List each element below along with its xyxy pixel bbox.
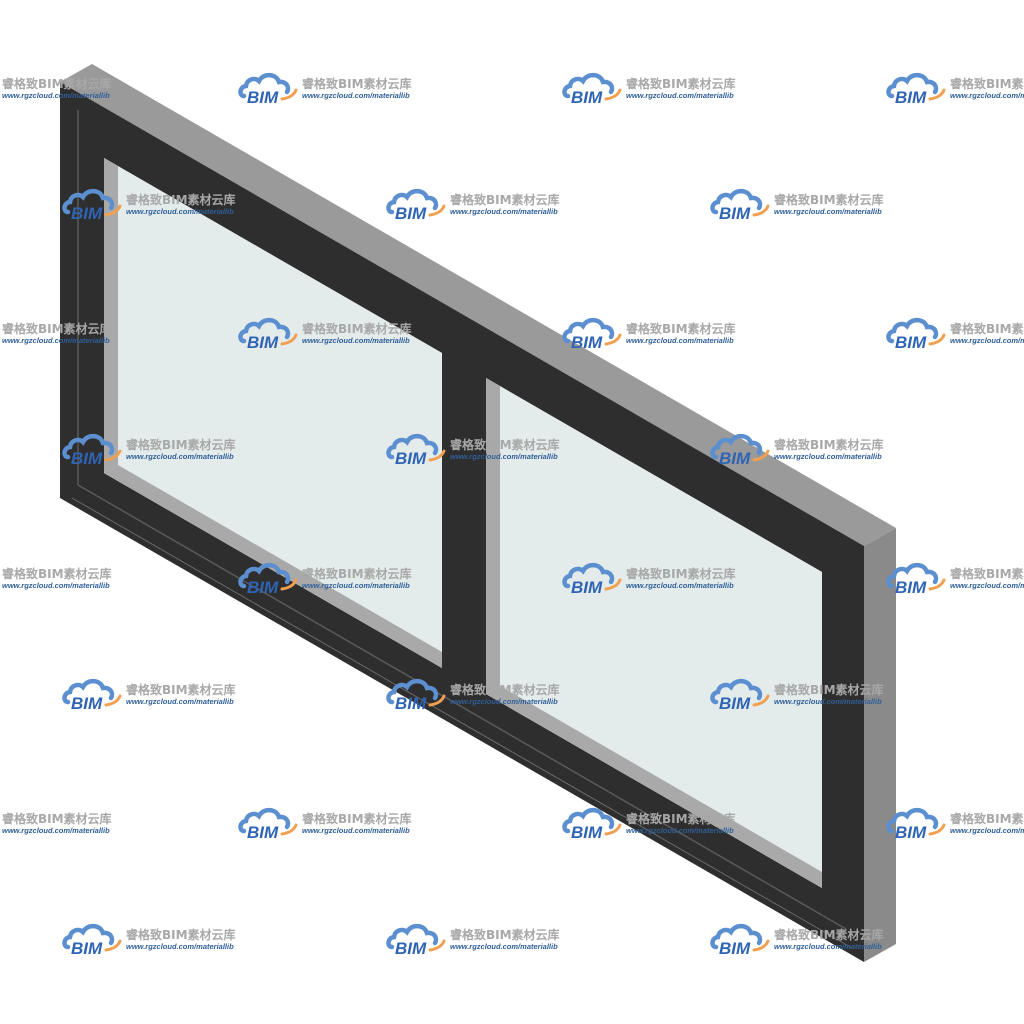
frame-top-face <box>60 64 896 546</box>
frame-side-face <box>864 528 896 962</box>
frame-front-face <box>60 82 864 962</box>
right-pane-sash-left <box>486 378 500 694</box>
left-pane-sash-left <box>104 158 118 473</box>
frame-rebate-line <box>71 497 853 949</box>
right-pane-sash-bottom <box>486 686 822 888</box>
frame-rebate-line <box>77 484 847 930</box>
left-pane-glass <box>104 158 442 668</box>
right-pane-glass <box>486 378 822 888</box>
